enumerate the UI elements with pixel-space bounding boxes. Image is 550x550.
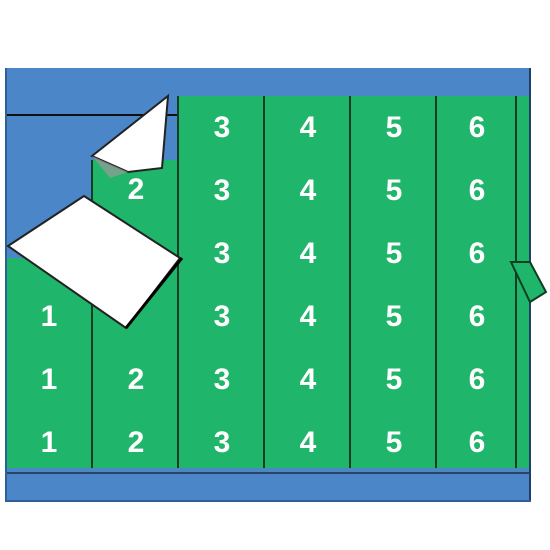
marker-strip-5: 5 5 5 5 5 5 [349, 96, 437, 468]
marker-label[interactable]: 6 [468, 426, 486, 459]
peeled-flap-lower [6, 194, 182, 330]
marker-label[interactable]: 6 [468, 300, 486, 333]
card-notch [509, 261, 548, 304]
marker-label[interactable]: 4 [299, 363, 317, 396]
card-bottom-line [7, 472, 531, 474]
marker-label[interactable]: 4 [299, 111, 317, 144]
marker-label[interactable]: 3 [213, 426, 231, 459]
marker-label[interactable]: 1 [40, 363, 58, 396]
marker-label[interactable]: 5 [385, 174, 403, 207]
marker-label[interactable]: 3 [213, 363, 231, 396]
marker-label[interactable]: 2 [127, 173, 145, 206]
peeled-flap-lower-edge [124, 257, 184, 329]
card-edge-line [7, 114, 179, 116]
marker-label[interactable]: 5 [385, 426, 403, 459]
marker-label[interactable]: 5 [385, 363, 403, 396]
marker-label[interactable]: 6 [468, 363, 486, 396]
marker-label[interactable]: 3 [213, 111, 231, 144]
marker-label[interactable]: 3 [213, 174, 231, 207]
marker-label[interactable]: 2 [127, 363, 145, 396]
marker-label[interactable]: 1 [40, 426, 58, 459]
marker-label[interactable]: 3 [213, 300, 231, 333]
marker-strip-6: 6 6 6 6 6 6 [435, 96, 517, 468]
marker-label[interactable]: 5 [385, 300, 403, 333]
marker-strip-3: 3 3 3 3 3 3 [177, 96, 265, 468]
marker-label[interactable]: 4 [299, 237, 317, 270]
marker-label[interactable]: 2 [127, 426, 145, 459]
peeled-flap-upper-shadow [92, 156, 128, 178]
marker-label[interactable]: 4 [299, 174, 317, 207]
marker-label[interactable]: 3 [213, 237, 231, 270]
marker-label[interactable]: 5 [385, 237, 403, 270]
marker-label[interactable]: 5 [385, 111, 403, 144]
marker-label[interactable]: 6 [468, 237, 486, 270]
marker-label[interactable]: 6 [468, 111, 486, 144]
marker-label[interactable]: 4 [299, 300, 317, 333]
marker-label[interactable]: 4 [299, 426, 317, 459]
marker-strip-4: 4 4 4 4 4 4 [263, 96, 351, 468]
marker-label[interactable]: 6 [468, 174, 486, 207]
marker-label[interactable]: 1 [40, 300, 58, 333]
peeled-flap-upper [90, 93, 170, 174]
